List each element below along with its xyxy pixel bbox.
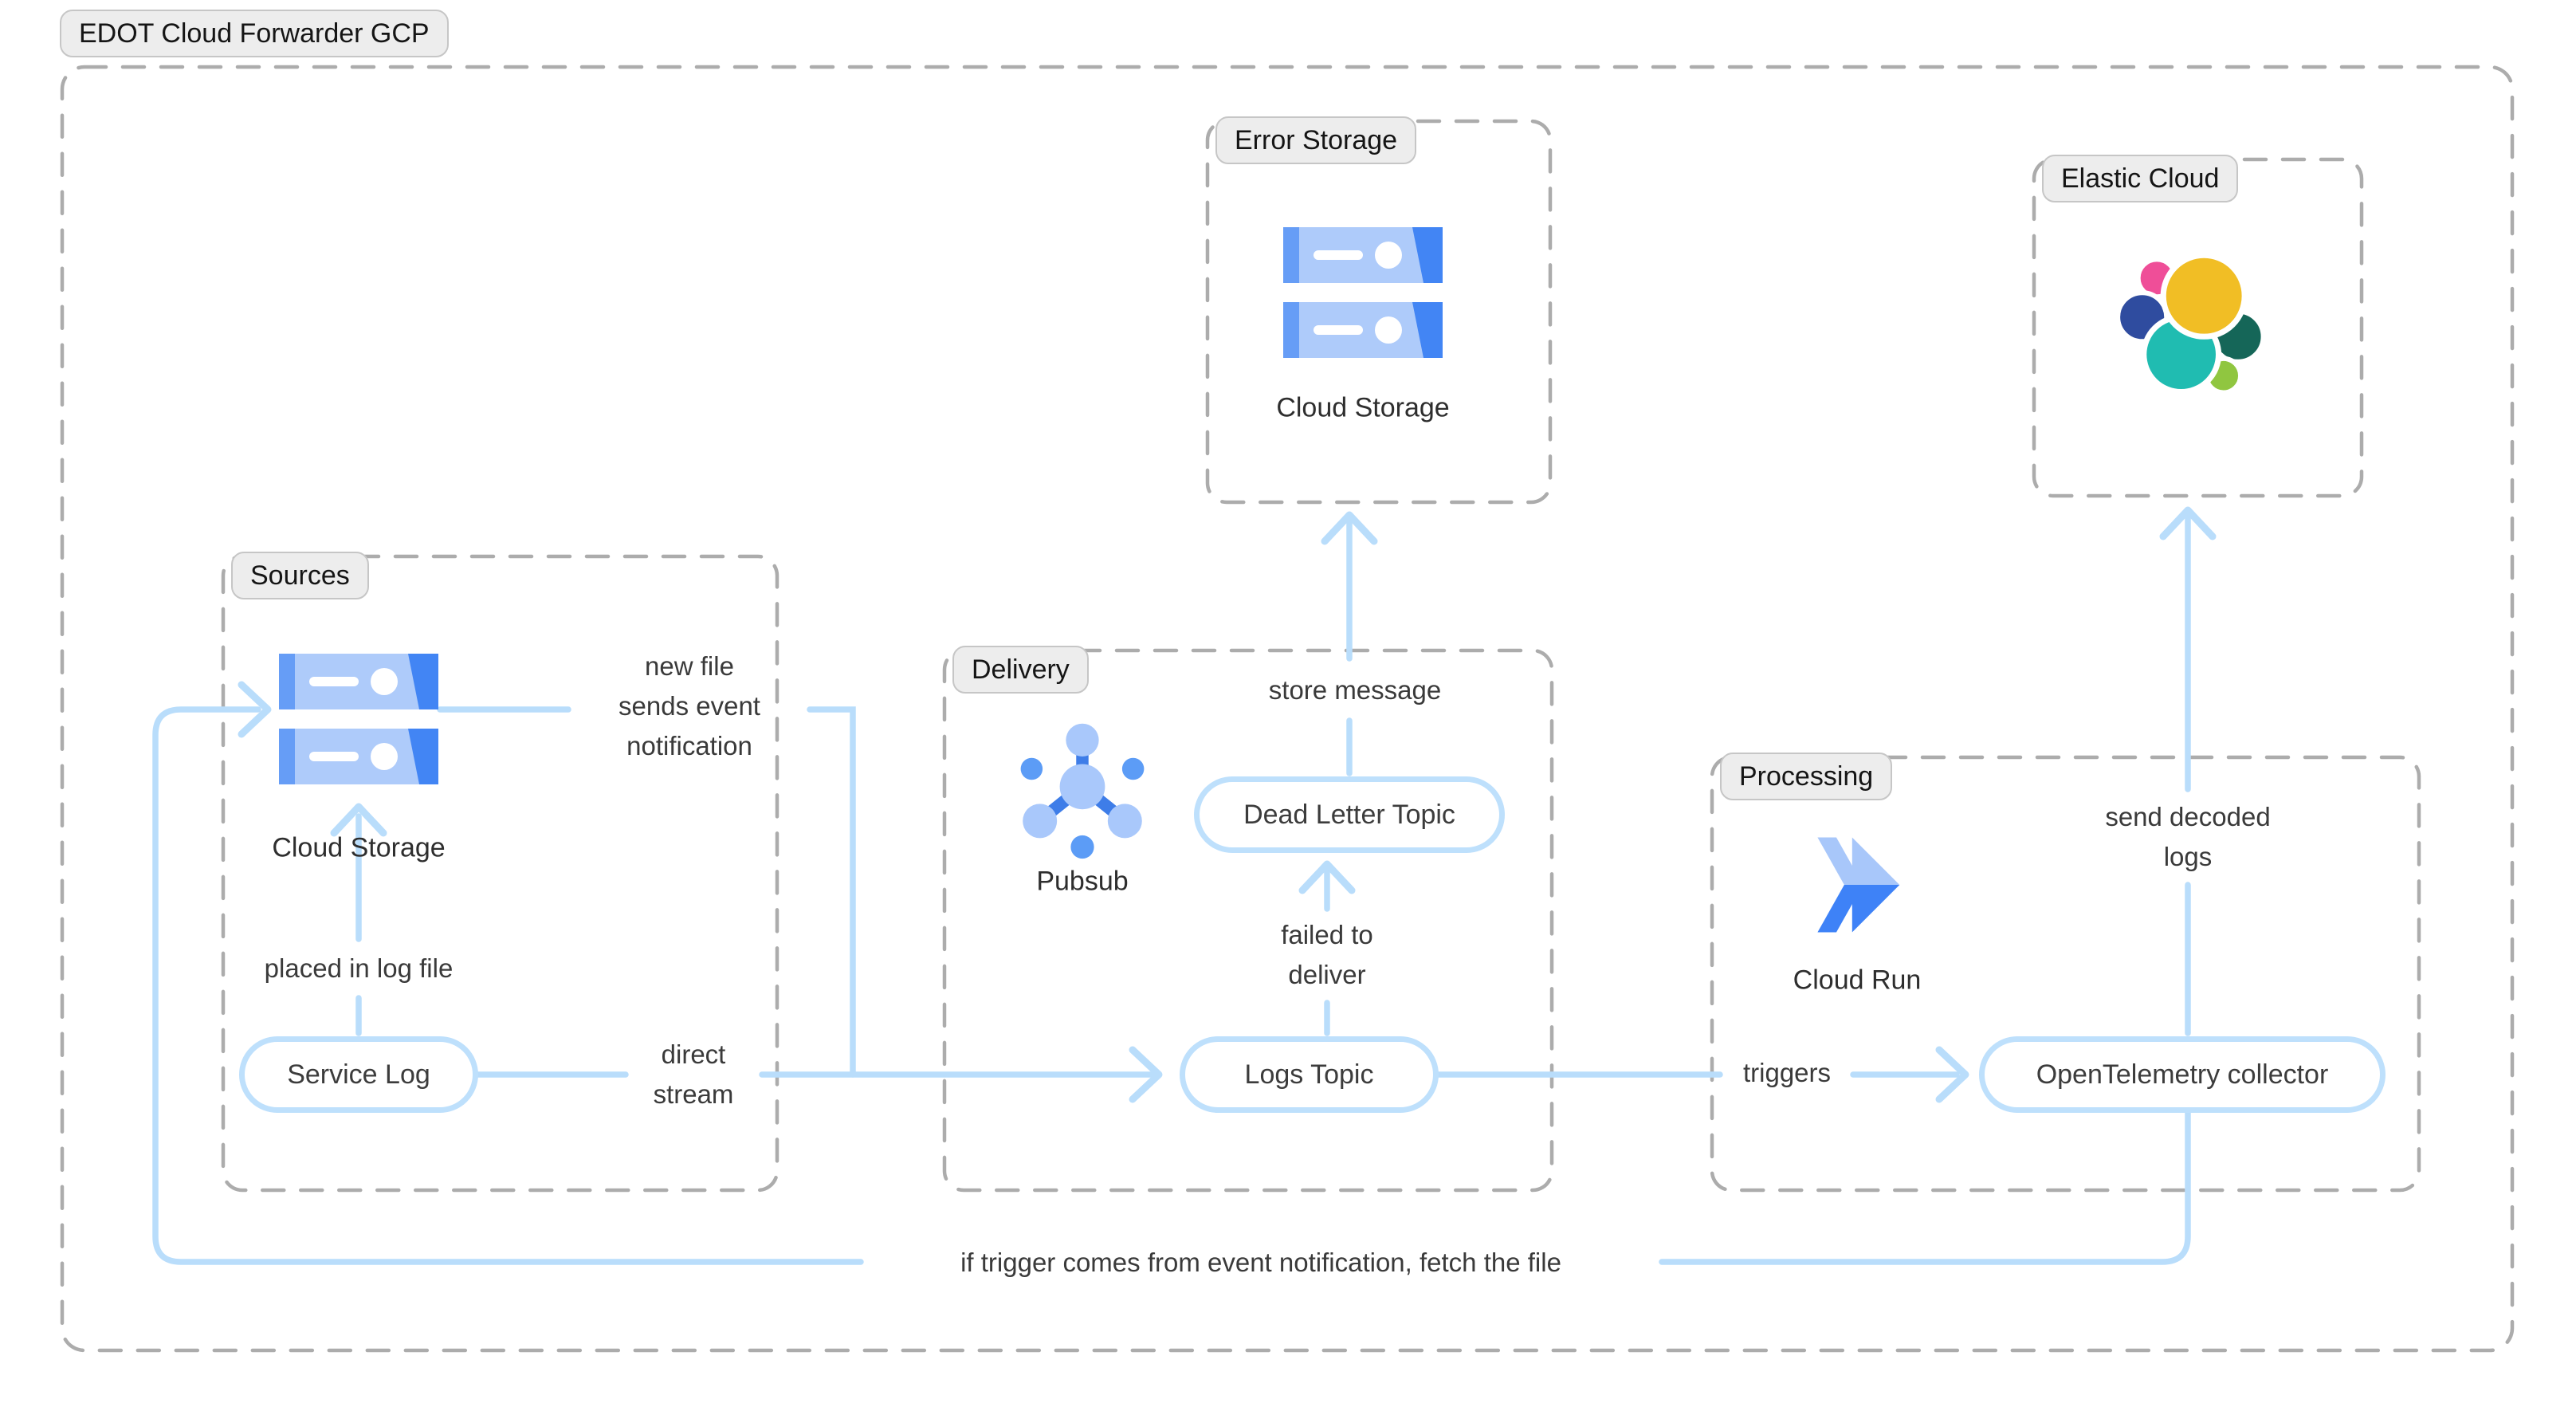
elastic-logo-icon (2115, 252, 2266, 395)
cloud-storage-label: Cloud Storage (1276, 392, 1450, 423)
cloud-run-icon (1817, 837, 1900, 933)
edge-label-placed-in-log: placed in log file (264, 953, 454, 983)
group-label-sources: Sources (231, 552, 369, 599)
edge-newfile-elbow (807, 706, 856, 1078)
edge-label-fetch-file: if trigger comes from event notification… (960, 1248, 1561, 1277)
arrowhead-into-dead-letter-topic (1298, 860, 1356, 894)
node-dead-letter-topic: Dead Letter Topic (1194, 776, 1505, 853)
group-label-processing: Processing (1720, 753, 1893, 800)
processing-group-border (1710, 755, 2421, 1193)
edge-label-send-decoded-logs: send decoded logs (2105, 802, 2271, 871)
cloud-storage-icon (1283, 227, 1443, 358)
edge-label-failed-to-deliver: failed to deliver (1281, 920, 1373, 989)
cloud-storage-icon (279, 654, 438, 784)
cloud-run-label: Cloud Run (1793, 965, 1922, 996)
cloud-storage-label: Cloud Storage (272, 832, 446, 863)
diagram-title: EDOT Cloud Forwarder GCP (60, 10, 449, 57)
arrowhead-into-cloud-storage (238, 681, 272, 738)
node-otel-collector: OpenTelemetry collector (1979, 1036, 2386, 1113)
node-logs-topic: Logs Topic (1180, 1036, 1439, 1113)
group-label-error-storage: Error Storage (1215, 116, 1417, 164)
edge-label-store-message: store message (1268, 675, 1442, 705)
edge-fetch-to-cloud-storage (152, 706, 864, 1265)
group-label-elastic-cloud: Elastic Cloud (2042, 155, 2239, 202)
sources-group-border (221, 554, 779, 1193)
delivery-group-border (942, 648, 1554, 1193)
arrowhead-into-logs-topic (1129, 1046, 1163, 1103)
arrowhead-into-error-storage (1321, 511, 1378, 545)
arrowhead-into-cloud-storage-bottom (330, 803, 387, 837)
edge-label-direct-stream: direct stream (653, 1039, 734, 1109)
pubsub-icon (1020, 723, 1145, 859)
arrowhead-into-elastic-cloud (2159, 506, 2217, 540)
edge-otel-to-fetch (1659, 1110, 2191, 1265)
elastic-cloud-group-border (2032, 157, 2364, 498)
group-label-delivery: Delivery (952, 646, 1089, 694)
pubsub-label: Pubsub (1036, 866, 1129, 897)
outer-group-border (60, 65, 2515, 1353)
edge-label-triggers: triggers (1742, 1058, 1832, 1087)
edge-label-new-file-event: new file sends event notification (618, 651, 760, 760)
arrowhead-into-otel-collector (1935, 1046, 1969, 1103)
node-service-log: Service Log (239, 1036, 478, 1113)
